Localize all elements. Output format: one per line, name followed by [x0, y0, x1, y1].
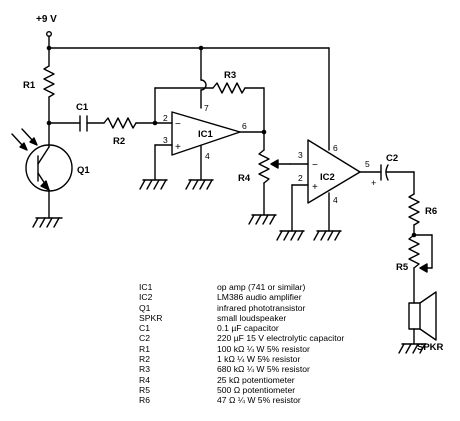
ic2-audio-amplifier	[307, 139, 361, 204]
ground-ic2-pin2-icon	[276, 230, 305, 241]
parts-list-row: R1 100 kΩ ¼ W 5% resistor	[139, 344, 344, 354]
junction-dot	[46, 120, 52, 126]
c1-label: C1	[76, 102, 89, 113]
r6-resistor	[408, 193, 420, 226]
ic1-plus-sign: +	[175, 142, 181, 153]
junction-dot	[261, 129, 267, 135]
parts-list-row: R4 25 kΩ potentiometer	[139, 375, 344, 385]
r4-potentiometer	[258, 149, 270, 184]
ic2-pin-5: 5	[365, 159, 370, 169]
part-ref: R4	[139, 374, 150, 385]
r5-potentiometer	[408, 234, 420, 269]
q1-phototransistor	[25, 144, 73, 192]
parts-list-row: SPKR small loudspeaker	[139, 313, 344, 323]
ground-ic2-pin4-icon	[313, 230, 342, 241]
supply-label: +9 V	[36, 14, 57, 25]
part-description: 25 kΩ potentiometer	[217, 374, 295, 385]
part-ref: SPKR	[139, 312, 163, 323]
parts-list-row: IC2 LM386 audio amplifier	[139, 292, 344, 302]
parts-list-row: R3 680 kΩ ¼ W 5% resistor	[139, 364, 344, 374]
parts-list-row: R6 47 Ω ¼ W 5% resistor	[139, 395, 344, 405]
part-description: small loudspeaker	[217, 312, 287, 323]
r1-resistor	[43, 65, 55, 98]
ic1-pin-2: 2	[163, 113, 168, 123]
ic2-label: IC2	[320, 172, 335, 183]
part-ref: C1	[139, 323, 150, 334]
ic2-pin-3: 3	[298, 150, 303, 160]
part-ref: IC2	[139, 292, 153, 303]
parts-list-row: C2 220 µF 15 V electrolytic capacitor	[139, 333, 344, 343]
ic2-plus-sign: +	[312, 182, 318, 193]
ground-ic1-pin4-icon	[185, 179, 214, 190]
speaker-icon	[398, 291, 437, 354]
part-ref: R6	[139, 395, 150, 406]
r3-label: R3	[224, 70, 236, 81]
junction-dot	[411, 232, 417, 238]
ic1-op-amp	[171, 111, 241, 156]
ic2-pin-6: 6	[333, 143, 338, 153]
part-description: 100 kΩ ¼ W 5% resistor	[217, 343, 310, 354]
r3-resistor	[212, 82, 246, 94]
part-description: 680 kΩ ¼ W 5% resistor	[217, 364, 310, 375]
parts-list-row: C1 0.1 µF capacitor	[139, 323, 344, 333]
junction-dot	[46, 45, 52, 51]
part-description: 500 Ω potentiometer	[217, 384, 296, 395]
parts-list-row: R5 500 Ω potentiometer	[139, 385, 344, 395]
r6-label: R6	[425, 206, 437, 217]
part-description: LM386 audio amplifier	[217, 292, 302, 303]
ground-r4-icon	[248, 214, 277, 225]
ic2-pin-4: 4	[333, 195, 338, 205]
junction-dot	[152, 120, 158, 126]
junction-dot	[198, 45, 204, 51]
r5-label: R5	[396, 262, 409, 273]
part-description: 47 Ω ¼ W 5% resistor	[217, 395, 301, 406]
part-ref: R2	[139, 354, 150, 365]
c2-plus-sign: +	[371, 178, 376, 188]
part-ref: R1	[139, 343, 150, 354]
part-description: infrared phototransistor	[217, 302, 306, 313]
parts-list: IC1 op amp (741 or similar) IC2 LM386 audio…	[139, 282, 344, 406]
r4-label: R4	[238, 173, 251, 184]
ic2-minus-sign: −	[312, 160, 318, 171]
part-ref: R5	[139, 384, 150, 395]
ic1-pin-7: 7	[204, 103, 209, 113]
part-ref: C2	[139, 333, 150, 344]
q1-label: Q1	[77, 165, 90, 176]
r1-label: R1	[23, 80, 36, 91]
parts-list-row: IC1 op amp (741 or similar)	[139, 282, 344, 292]
parts-list-row: Q1 infrared phototransistor	[139, 303, 344, 313]
r2-label: R2	[113, 136, 125, 147]
part-ref: IC1	[139, 282, 153, 292]
part-description: op amp (741 or similar)	[217, 282, 306, 292]
ground-ic1-pin3-icon	[139, 179, 168, 190]
part-ref: Q1	[139, 302, 151, 313]
ic2-pin-2: 2	[298, 173, 303, 183]
part-description: 1 kΩ ¼ W 5% resistor	[217, 354, 301, 365]
ground-q1-icon	[32, 217, 63, 228]
ic1-label: IC1	[198, 129, 214, 140]
r2-resistor	[103, 117, 137, 129]
ic1-pin-4: 4	[205, 151, 210, 161]
ic1-pin-3: 3	[163, 135, 168, 145]
spkr-label: SPKR	[417, 342, 444, 353]
ic1-minus-sign: −	[175, 119, 181, 130]
part-ref: R3	[139, 364, 150, 375]
ic1-pin-6: 6	[242, 121, 247, 131]
part-description: 0.1 µF capacitor	[217, 323, 279, 334]
parts-list-row: R2 1 kΩ ¼ W 5% resistor	[139, 354, 344, 364]
part-description: 220 µF 15 V electrolytic capacitor	[217, 333, 345, 344]
c2-label: C2	[386, 153, 398, 164]
